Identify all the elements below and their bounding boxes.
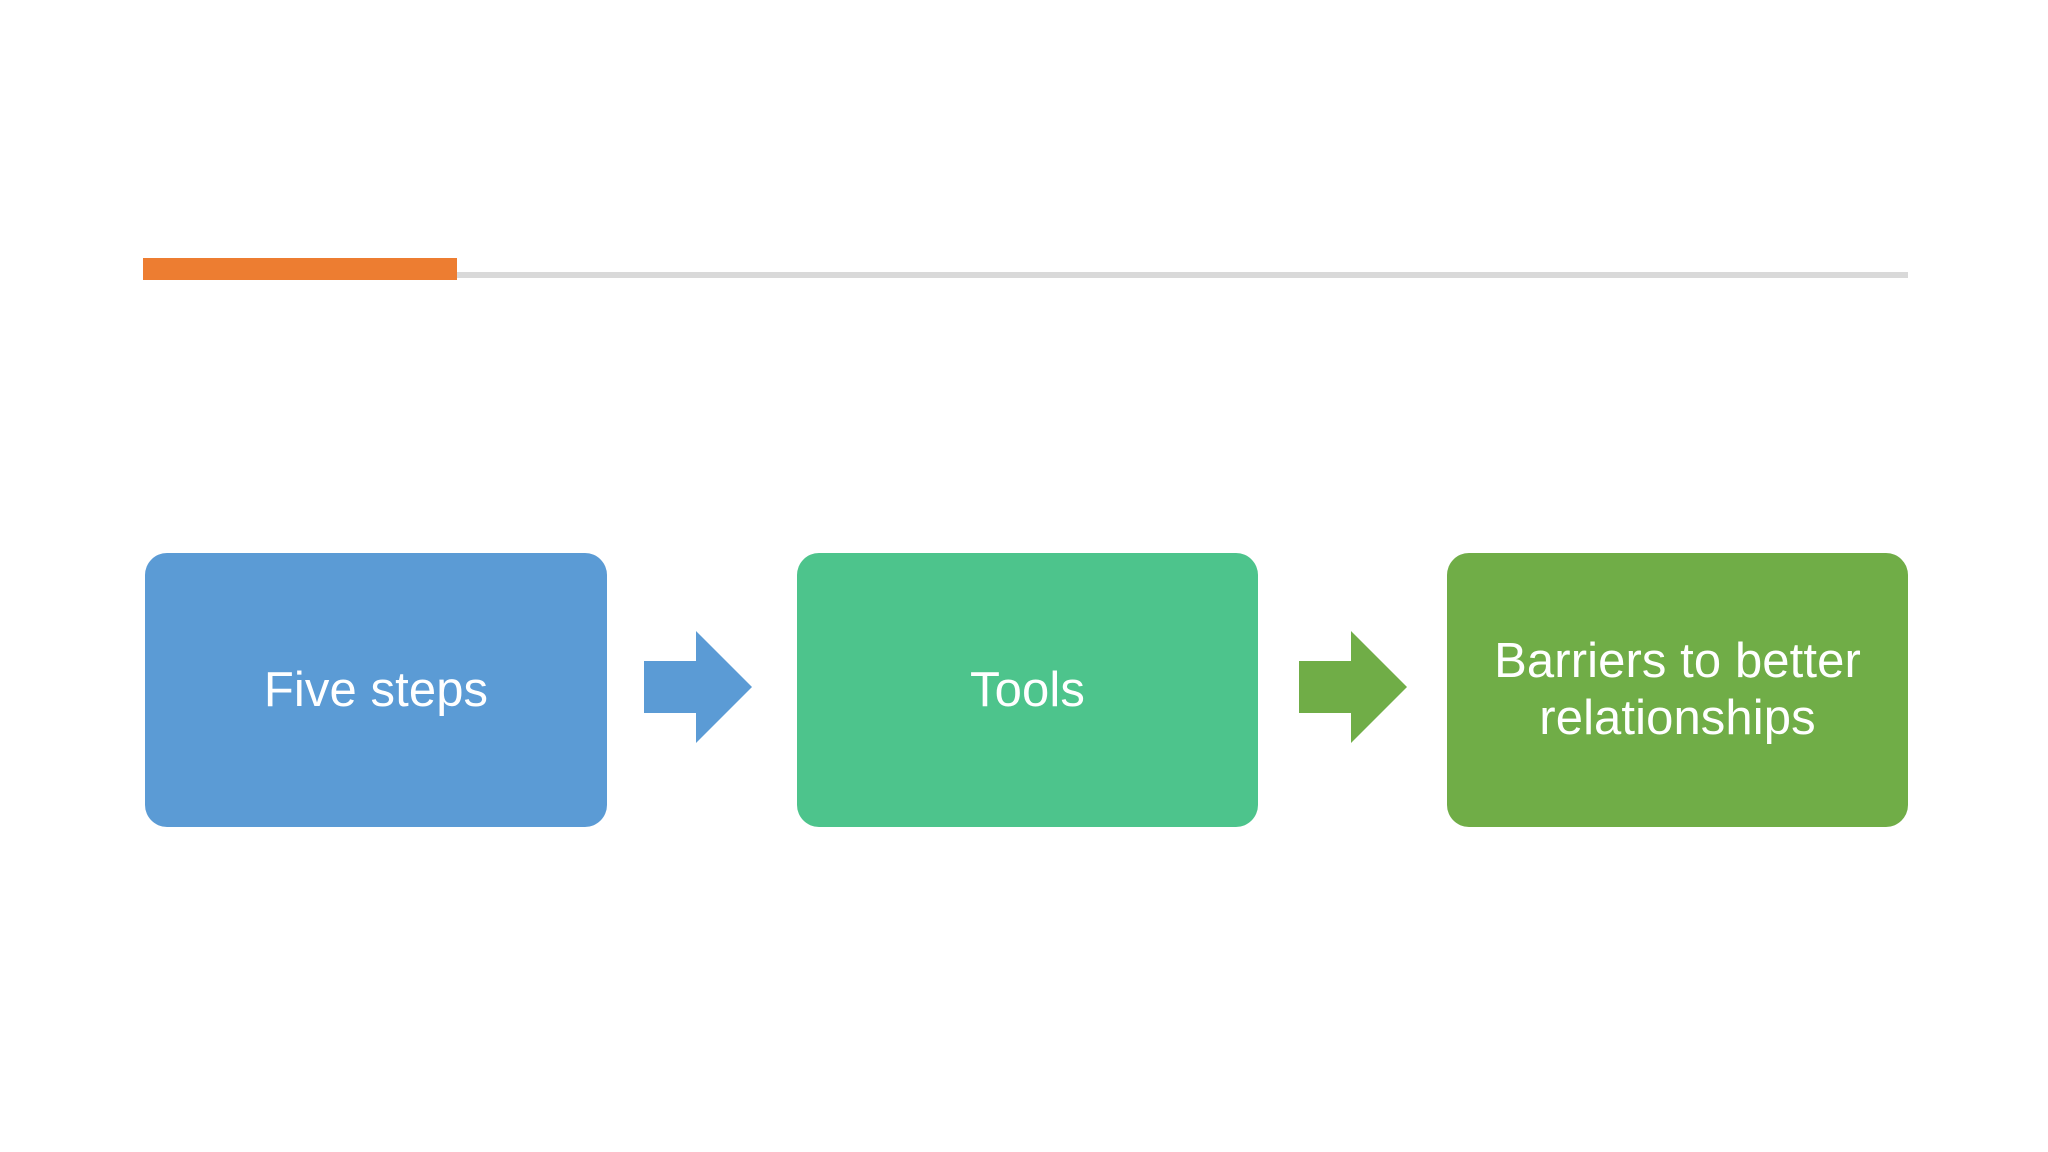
process-step-label: Five steps [263,662,489,717]
header-accent-bar [143,258,457,280]
process-step-five-steps[interactable]: Five steps [145,553,607,827]
right-arrow-icon [1299,631,1407,743]
right-arrow-glyph [644,631,752,743]
header-divider-line [143,272,1908,278]
process-step-tools[interactable]: Tools [797,553,1258,827]
process-step-label: Barriers to better relationships [1494,634,1861,745]
process-step-barriers[interactable]: Barriers to better relationships [1447,553,1908,827]
right-arrow-icon [644,631,752,743]
process-step-label: Tools [970,662,1085,717]
right-arrow-glyph [1299,631,1407,743]
